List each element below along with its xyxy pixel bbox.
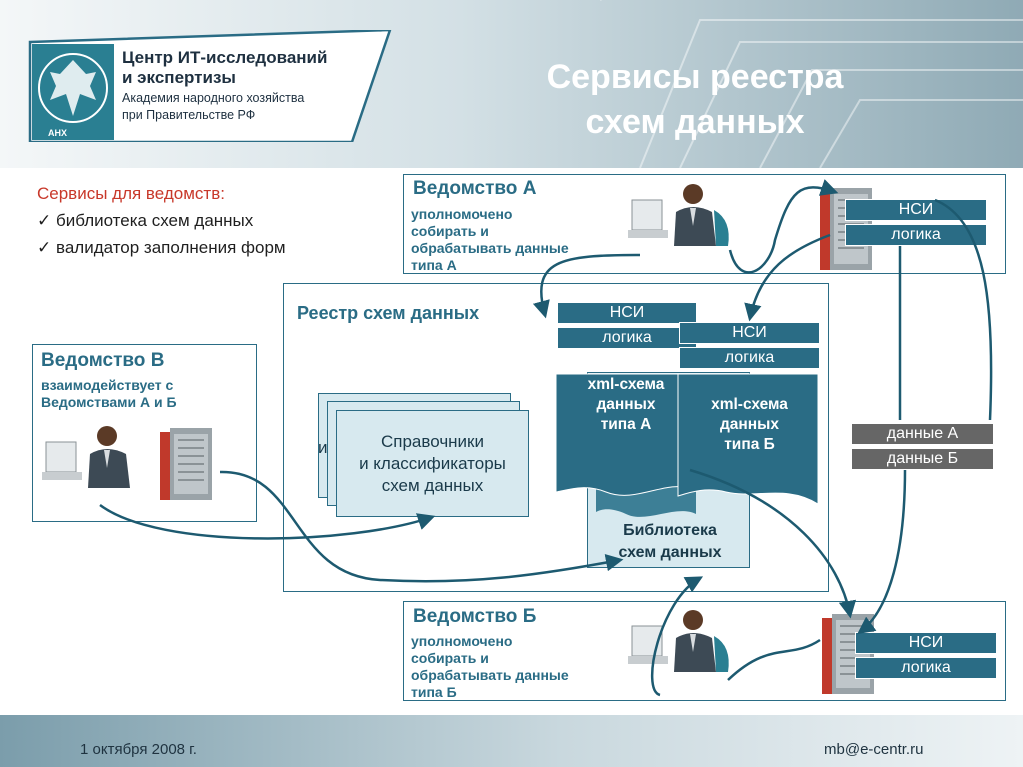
arrow-server-right (934, 198, 993, 421)
title-line2: схем данных (585, 103, 805, 141)
arrow-data-to-serverb (857, 469, 907, 635)
agency-a-desc: уполномочено собирать и обрабатывать дан… (411, 206, 569, 274)
doc-a-logic-tag: логика (557, 327, 697, 349)
doc-b-nsi-tag: НСИ (679, 322, 820, 344)
doc-a-nsi-tag: НСИ (557, 302, 697, 324)
library-line: Библиотека (623, 522, 717, 539)
data-a-tag: данные А (851, 423, 994, 445)
footer-bar (0, 715, 1023, 767)
logo-org-line1: Центр ИТ-исследований (122, 48, 328, 67)
services-item-2: ✓ валидатор заполнения форм (37, 238, 286, 258)
doc-line: xml-схема (587, 376, 665, 393)
desc-line: уполномочено (411, 206, 513, 222)
services-item-label: валидатор заполнения форм (55, 238, 286, 257)
arrow-b-person (727, 638, 821, 681)
doc-a-text: xml-схема данных типа А (557, 375, 695, 435)
logo-sub-line2: при Правительстве РФ (122, 108, 256, 122)
services-item-1: ✓ библиотека схем данных (37, 211, 253, 231)
desc-line: собирать и (411, 223, 489, 239)
agency-v-box (32, 344, 257, 522)
logo-sub-line1: Академия народного хозяйства (122, 91, 305, 105)
desc-line: собирать и (411, 650, 489, 666)
registry-title: Реестр схем данных (297, 303, 480, 323)
desc-line: обрабатывать данные (411, 240, 569, 256)
data-b-tag: данные Б (851, 448, 994, 470)
arrow-v-to-directories (99, 503, 436, 540)
directories-back-text: и (318, 438, 328, 457)
agency-v-title: Ведомство В (41, 350, 165, 371)
desc-line: уполномочено (411, 633, 513, 649)
logo-org-line2: и экспертизы (122, 68, 236, 87)
desc-line: типа Б (411, 684, 457, 700)
arrow-b-to-docb (651, 576, 704, 697)
directories-line: Справочники (381, 431, 484, 451)
agency-b-desc: уполномочено собирать и обрабатывать дан… (411, 633, 569, 701)
desc-line: взаимодействует с (41, 377, 174, 393)
agency-a-nsi-tag: НСИ (845, 199, 987, 221)
arrow-server-to-docb (744, 233, 831, 322)
agency-a-logic-tag: логика (845, 224, 987, 246)
arrow-a-to-library (532, 253, 641, 319)
checkmark-icon: ✓ (37, 238, 52, 257)
agency-b-nsi-tag: НСИ (855, 632, 997, 654)
directories-line: схем данных (381, 475, 484, 495)
arrow-a-to-server (728, 179, 839, 274)
header-decor-lines (600, 0, 1023, 168)
page-title: Сервисы реестра схем данных (480, 55, 910, 145)
doc-line: xml-схема (711, 396, 788, 413)
agency-a-title: Ведомство А (413, 178, 537, 199)
doc-line: данных (719, 416, 780, 433)
desc-line: Ведомствами А и Б (41, 394, 177, 410)
desc-line: обрабатывать данные (411, 667, 569, 683)
directories-card: Справочники и классификаторы схем данных (336, 410, 529, 517)
checkmark-icon: ✓ (37, 211, 52, 230)
agency-b-title: Ведомство Б (413, 606, 537, 627)
directories-line: и классификаторы (359, 453, 506, 473)
library-line: схем данных (618, 544, 722, 561)
library-label: Библиотека схем данных (592, 520, 748, 564)
doc-line: типа А (600, 416, 652, 433)
agency-v-desc: взаимодействует с Ведомствами А и Б (41, 377, 177, 411)
services-heading: Сервисы для ведомств: (37, 184, 225, 203)
doc-b-logic-tag: логика (679, 347, 820, 369)
schema-documents-shapes (556, 373, 819, 517)
arrow-doc-to-serverb (689, 468, 857, 619)
agency-b-logic-tag: логика (855, 657, 997, 679)
person-at-computer-icon (42, 426, 130, 488)
emblem-text: АНХ (48, 128, 68, 138)
services-item-label: библиотека схем данных (55, 211, 254, 230)
arrow-v-server-to-library (219, 470, 624, 583)
footer-email[interactable]: mb@e-centr.ru (824, 741, 924, 758)
person-at-computer-icon (628, 184, 729, 246)
person-at-computer-icon (628, 610, 729, 672)
server-icon (160, 428, 212, 500)
doc-b-text: xml-схема данных типа Б (679, 395, 820, 455)
logo-frame (28, 30, 392, 142)
title-line1: Сервисы реестра (546, 58, 844, 96)
doc-line: данных (596, 396, 656, 413)
desc-line: типа А (411, 257, 457, 273)
doc-line: типа Б (724, 436, 775, 453)
footer-date: 1 октября 2008 г. (80, 741, 197, 758)
